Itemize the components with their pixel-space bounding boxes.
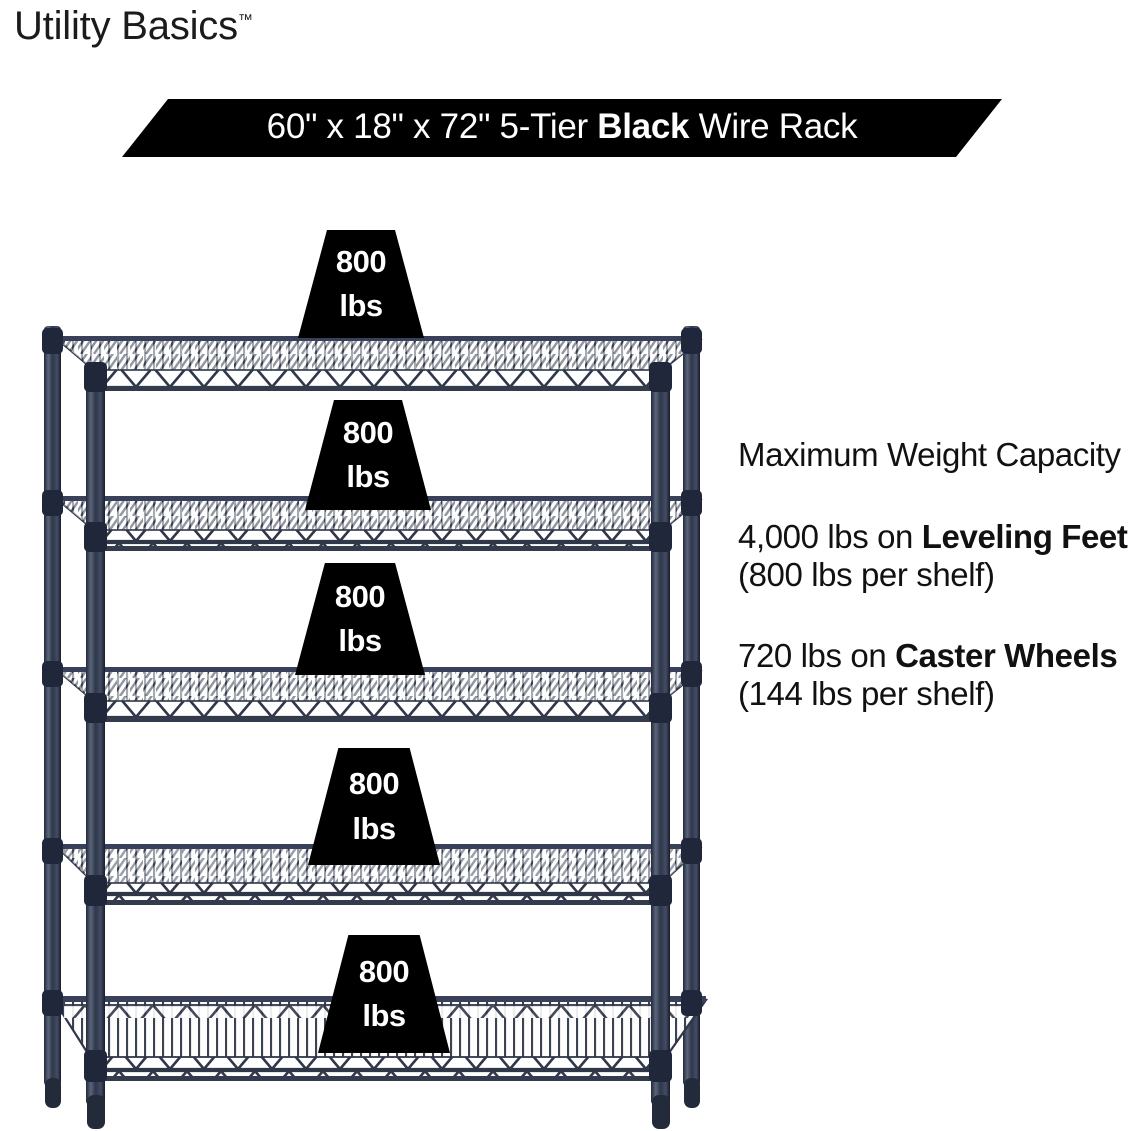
shelf-tier-4 bbox=[55, 844, 703, 905]
callout-text: 800 lbs bbox=[348, 766, 400, 846]
title-suffix: Wire Rack bbox=[689, 107, 858, 146]
capacity-leveling-feet: 4,000 lbs on Leveling Feet (800 lbs per … bbox=[738, 518, 1137, 593]
shelf-collars bbox=[42, 328, 702, 1082]
callout-value: 800 bbox=[334, 578, 386, 614]
callout-text: 800 lbs bbox=[335, 243, 387, 323]
callout-value: 800 bbox=[342, 414, 394, 450]
callout-unit: lbs bbox=[346, 459, 390, 494]
title-bold-finish: Black bbox=[597, 107, 690, 146]
caster-pre: 720 lbs on bbox=[738, 637, 896, 675]
weight-capacity-info: Maximum Weight Capacity 4,000 lbs on Lev… bbox=[738, 436, 1137, 712]
caster-bold: Caster Wheels bbox=[895, 637, 1118, 675]
callout-unit: lbs bbox=[338, 623, 382, 658]
product-title-text: 60" x 18" x 72" 5-Tier Black Wire Rack bbox=[267, 107, 858, 149]
capacity-heading: Maximum Weight Capacity bbox=[738, 436, 1121, 473]
callout-text: 800 lbs bbox=[334, 578, 386, 658]
front-posts bbox=[86, 370, 670, 1105]
brand-name: Utility Basics bbox=[14, 4, 238, 48]
callout-unit: lbs bbox=[362, 998, 406, 1033]
callout-text: 800 lbs bbox=[342, 414, 394, 494]
capacity-callout-shelf-4: 800 lbs bbox=[308, 748, 440, 865]
title-prefix: 60" x 18" x 72" 5-Tier bbox=[266, 107, 598, 146]
callout-text: 800 lbs bbox=[358, 953, 410, 1033]
capacity-callout-shelf-3: 800 lbs bbox=[295, 563, 425, 675]
caster-post: (144 lbs per shelf) bbox=[738, 674, 995, 712]
capacity-callout-shelf-1: 800 lbs bbox=[298, 230, 424, 338]
brand-wordmark: Utility Basics™ bbox=[14, 4, 253, 49]
callout-value: 800 bbox=[348, 766, 400, 802]
capacity-callout-shelf-2: 800 lbs bbox=[305, 400, 431, 510]
capacity-callout-shelf-5: 800 lbs bbox=[318, 935, 450, 1053]
leveling-pre: 4,000 lbs on bbox=[738, 517, 922, 555]
capacity-caster-wheels: 720 lbs on Caster Wheels (144 lbs per sh… bbox=[738, 637, 1137, 712]
callout-unit: lbs bbox=[339, 288, 383, 323]
leveling-feet bbox=[45, 1078, 700, 1129]
callout-value: 800 bbox=[335, 243, 387, 279]
shelf-tier-1 bbox=[55, 336, 703, 391]
leveling-post: (800 lbs per shelf) bbox=[738, 555, 995, 593]
trademark-symbol: ™ bbox=[237, 11, 253, 29]
callout-value: 800 bbox=[358, 953, 410, 989]
rack-svg bbox=[42, 326, 709, 1129]
wire-rack-illustration bbox=[0, 300, 740, 1131]
callout-unit: lbs bbox=[352, 810, 396, 846]
shelf-tier-3 bbox=[55, 667, 703, 722]
leveling-bold: Leveling Feet bbox=[921, 517, 1128, 555]
product-title-banner: 60" x 18" x 72" 5-Tier Black Wire Rack bbox=[122, 99, 1002, 157]
